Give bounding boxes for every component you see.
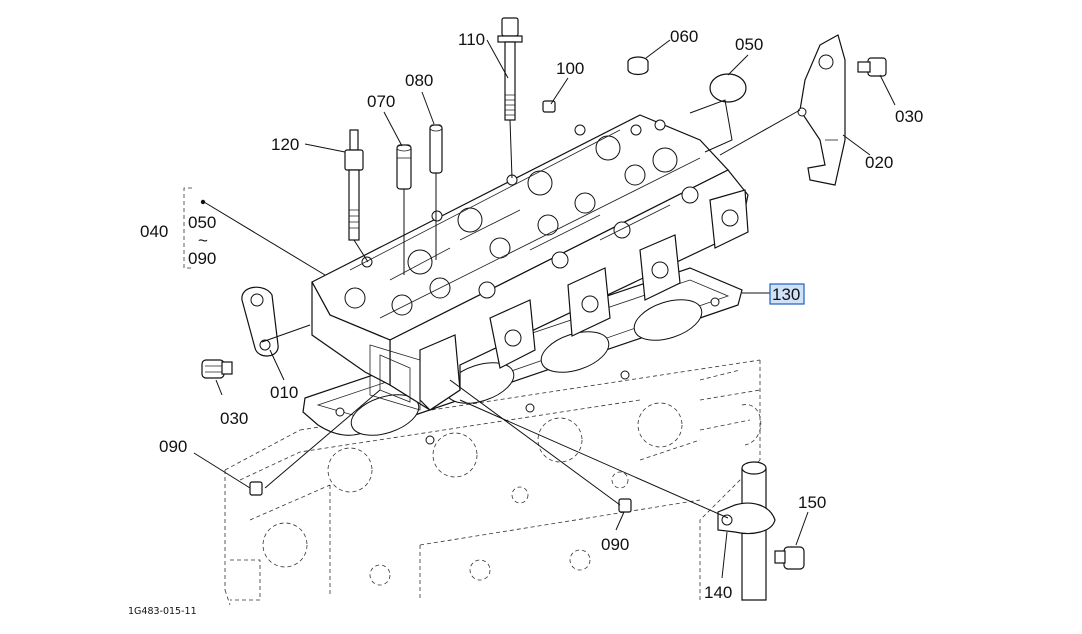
callout-060[interactable]: 060 (670, 27, 698, 46)
callout-100[interactable]: 100 (556, 59, 584, 78)
cap-060[interactable] (627, 56, 649, 76)
callout-030-right[interactable]: 030 (895, 107, 923, 126)
plug-left[interactable] (201, 359, 233, 379)
callout-070[interactable]: 070 (367, 92, 395, 111)
callout-020[interactable]: 020 (865, 153, 893, 172)
plug-right[interactable] (857, 57, 887, 77)
callout-labels: 110 060 050 100 080 070 120 040 050 ~ 09… (128, 27, 923, 617)
callout-050[interactable]: 050 (735, 35, 763, 54)
leader-lines (193, 39, 896, 579)
callout-090-left[interactable]: 090 (159, 437, 187, 456)
callout-140[interactable]: 140 (704, 583, 732, 602)
callout-010[interactable]: 010 (270, 383, 298, 402)
hook-bracket-left[interactable] (241, 286, 279, 357)
callout-040-range-start: 050 (188, 213, 216, 232)
plug-150[interactable] (774, 546, 805, 570)
plug-090-right[interactable] (618, 498, 632, 513)
plug-090-left[interactable] (249, 481, 263, 496)
callout-150[interactable]: 150 (798, 493, 826, 512)
callout-040[interactable]: 040 (140, 222, 168, 241)
callout-130[interactable]: 130 (772, 285, 800, 304)
range-bracket-040 (183, 187, 206, 269)
water-pipe (741, 461, 767, 601)
callout-030-left[interactable]: 030 (220, 409, 248, 428)
plug-050[interactable] (709, 73, 747, 103)
stud-bolt-120[interactable] (344, 129, 364, 241)
diagram-id: 1G483-015-11 (128, 606, 197, 617)
head-bolt-110[interactable] (497, 17, 523, 121)
cylinder-head[interactable] (311, 114, 749, 411)
engine-block (224, 359, 762, 606)
callout-040-range-end: 090 (188, 249, 216, 268)
callout-120[interactable]: 120 (271, 135, 299, 154)
valve-guide-070[interactable] (396, 144, 412, 190)
callout-110[interactable]: 110 (458, 30, 485, 49)
hook-bracket-right[interactable] (797, 34, 846, 186)
callout-080[interactable]: 080 (405, 71, 433, 90)
pipe-clamp-140[interactable] (717, 502, 776, 535)
valve-guide-080[interactable] (429, 124, 443, 174)
plug-100[interactable] (542, 100, 556, 113)
callout-090-right[interactable]: 090 (601, 535, 629, 554)
callout-040-range-sep: ~ (198, 231, 208, 250)
highlight-box-130 (769, 283, 805, 305)
